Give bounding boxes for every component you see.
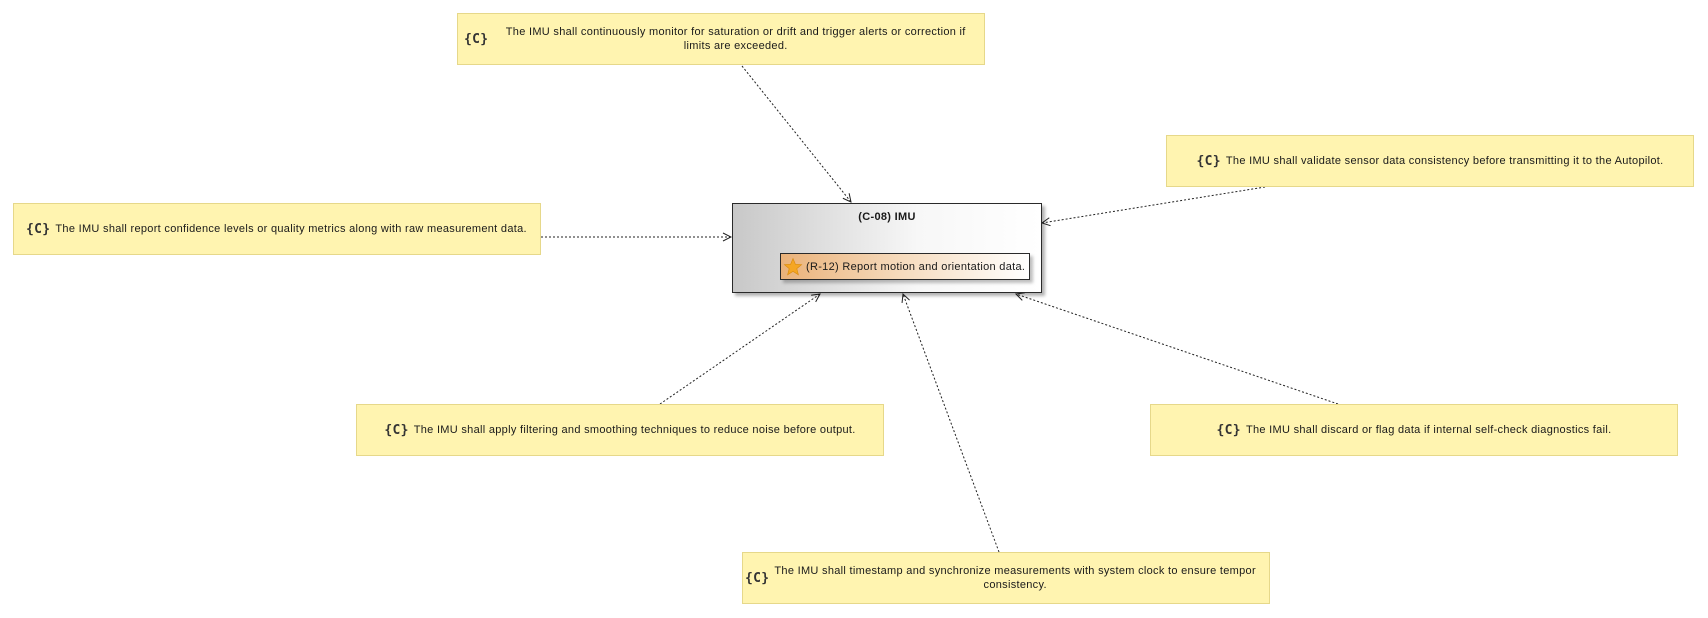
constraint-text-line2: consistency. <box>983 579 1047 591</box>
connector-timestamp <box>903 294 1000 553</box>
constraint-text: The IMU shall discard or flag data if in… <box>1245 424 1612 436</box>
constraint-note-filtering[interactable]: {C} The IMU shall apply filtering and sm… <box>356 404 884 456</box>
constraint-icon: {C} <box>384 422 409 438</box>
star-icon <box>783 257 803 275</box>
constraint-note-validate[interactable]: {C} The IMU shall validate sensor data c… <box>1166 135 1694 187</box>
constraint-text: The IMU shall report confidence levels o… <box>55 223 527 235</box>
constraint-icon: {C} <box>745 570 770 586</box>
constraint-note-confidence[interactable]: {C} The IMU shall report confidence leve… <box>13 203 541 255</box>
constraint-text-line1: The IMU shall timestamp and synchronize … <box>774 565 1256 577</box>
constraint-icon: {C} <box>1196 153 1221 169</box>
constraint-note-discard[interactable]: {C} The IMU shall discard or flag data i… <box>1150 404 1678 456</box>
constraint-text: The IMU shall continuously monitor for s… <box>505 26 966 52</box>
connector-discard <box>1016 294 1339 405</box>
constraint-icon: {C} <box>1216 422 1241 438</box>
constraint-text: The IMU shall apply filtering and smooth… <box>413 424 856 436</box>
constraint-note-monitor[interactable]: {C} The IMU shall continuously monitor f… <box>457 13 985 65</box>
constraint-icon: {C} <box>26 221 51 237</box>
requirement-label: (R-12) Report motion and orientation dat… <box>806 260 1026 273</box>
connector-validate <box>1042 186 1266 223</box>
constraint-text: The IMU shall timestamp and synchronize … <box>774 564 1256 592</box>
constraint-note-timestamp[interactable]: {C} The IMU shall timestamp and synchron… <box>742 552 1270 604</box>
constraint-text: The IMU shall validate sensor data consi… <box>1225 155 1664 167</box>
component-imu[interactable]: (C-08) IMU (R-12) Report motion and orie… <box>732 203 1042 293</box>
constraint-icon: {C} <box>464 31 489 47</box>
component-title: (C-08) IMU <box>858 211 916 223</box>
connector-filtering <box>659 294 820 405</box>
connector-monitor <box>741 65 851 202</box>
requirement-item[interactable]: (R-12) Report motion and orientation dat… <box>780 253 1030 280</box>
